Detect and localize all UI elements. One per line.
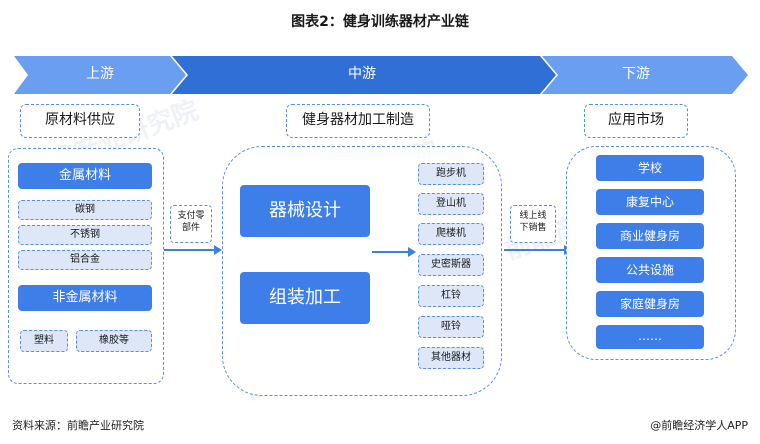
product-climber: 登山机 (418, 193, 484, 215)
chart-title: 图表2：健身训练器材产业链 (291, 14, 469, 30)
assembly-processing-box: 组装加工 (240, 272, 370, 324)
brand-credit: @前瞻经济学人APP (650, 419, 748, 432)
market-home-gym: 家庭健身房 (596, 291, 704, 317)
link-parts-supply-label: 支付零部件 (170, 205, 212, 243)
metal-item-carbon-steel: 碳钢 (18, 200, 152, 220)
link-parts-supply-text: 支付零部件 (177, 211, 205, 233)
stage-arrow-bar (14, 56, 748, 94)
metal-materials-box: 金属材料 (18, 163, 152, 189)
nonmetal-item-plastic: 塑料 (20, 330, 68, 352)
link-sales-label: 线上线下销售 (510, 205, 556, 243)
arrow-mid-to-down (504, 245, 572, 255)
metal-item-stainless-steel: 不锈钢 (18, 225, 152, 245)
downstream-panel (566, 146, 736, 360)
product-other: 其他器材 (418, 347, 484, 369)
stage-midstream: 中游 (348, 66, 376, 82)
nonmetal-materials-box: 非金属材料 (18, 285, 152, 311)
arrow-design-to-products (372, 247, 416, 257)
downstream-header: 应用市场 (584, 104, 688, 138)
market-public-facilities: 公共设施 (596, 257, 704, 283)
arrow-up-to-mid (164, 245, 222, 255)
product-treadmill: 跑步机 (418, 163, 484, 185)
midstream-arrow (172, 56, 556, 94)
product-smith-machine: 史密斯器 (418, 254, 484, 276)
upstream-header: 原材料供应 (20, 104, 140, 138)
market-school: 学校 (596, 155, 704, 181)
equipment-design-box: 器械设计 (240, 185, 370, 237)
market-rehab-center: 康复中心 (596, 189, 704, 215)
product-dumbbell: 哑铃 (418, 316, 484, 338)
link-sales-text: 线上线下销售 (519, 211, 547, 233)
stage-upstream: 上游 (86, 66, 114, 82)
market-commercial-gym: 商业健身房 (596, 223, 704, 249)
upstream-arrow (14, 56, 186, 94)
downstream-arrow (542, 56, 748, 94)
stage-downstream: 下游 (622, 66, 650, 82)
product-barbell: 杠铃 (418, 285, 484, 307)
product-stair-climber: 爬楼机 (418, 223, 484, 245)
source-note: 资料来源：前瞻产业研究院 (12, 419, 144, 432)
nonmetal-item-rubber: 橡胶等 (76, 330, 152, 352)
metal-item-aluminum-alloy: 铝合金 (18, 250, 152, 270)
market-more: …… (596, 325, 704, 349)
midstream-header: 健身器材加工制造 (286, 104, 430, 138)
